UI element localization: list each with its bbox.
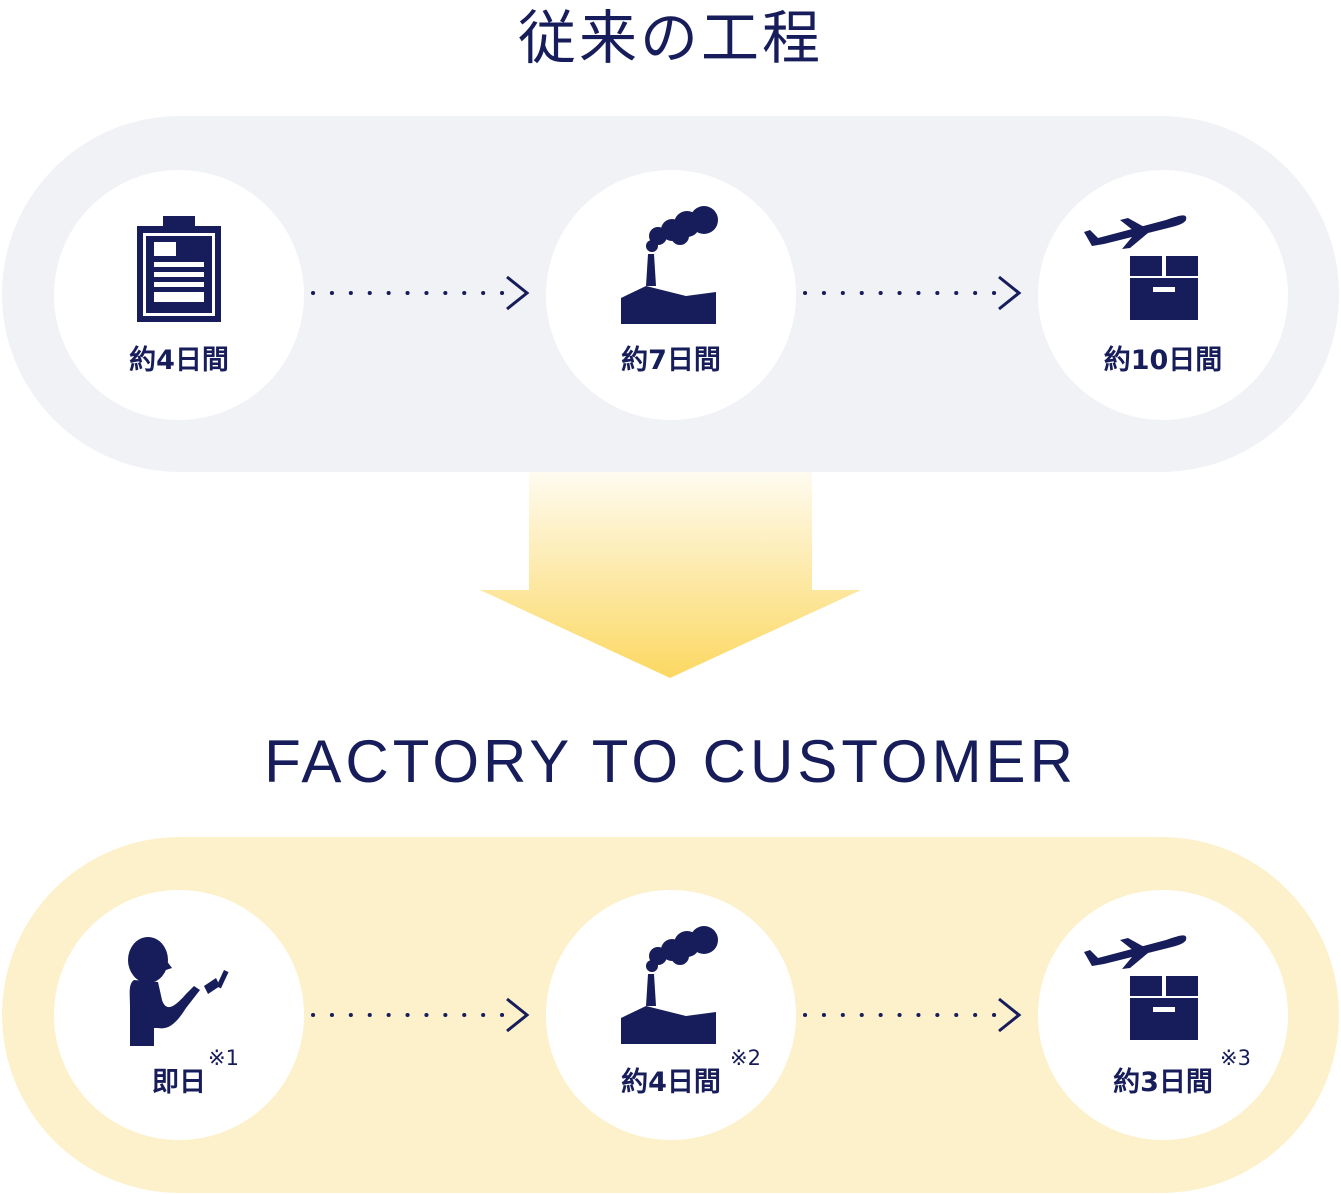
factory-to-customer-title: FACTORY TO CUSTOMER [264, 728, 1077, 795]
traditional-step-shipping: 約10日間 [1038, 170, 1288, 420]
factory-icon [621, 926, 718, 1044]
dotted-arrow-connector [803, 997, 1022, 1033]
footnote-mark: ※3 [1220, 1046, 1251, 1070]
step-duration-label: 約4日間 [621, 1067, 721, 1098]
step-duration-label: 即日 [152, 1067, 206, 1098]
person-smartphone-icon [128, 937, 229, 1046]
traditional-process-title: 従来の工程 [517, 4, 823, 72]
factory-icon [621, 206, 718, 324]
airplane-box-icon [1084, 215, 1198, 320]
step-duration-label: 約3日間 [1113, 1067, 1213, 1098]
step-duration-label: 約7日間 [621, 345, 721, 376]
airplane-box-icon [1084, 935, 1198, 1040]
f2c-step-order: 即日 ※1 [54, 890, 304, 1140]
traditional-step-order: 約4日間 [54, 170, 304, 420]
footnote-mark: ※2 [730, 1046, 761, 1070]
step-duration-label: 約10日間 [1103, 345, 1223, 376]
dotted-arrow-connector [311, 275, 530, 311]
f2c-step-shipping: 約3日間 ※3 [1038, 890, 1288, 1140]
dotted-arrow-connector [311, 997, 530, 1033]
f2c-step-production: 約4日間 ※2 [546, 890, 796, 1140]
step-duration-label: 約4日間 [129, 345, 229, 376]
traditional-step-production: 約7日間 [546, 170, 796, 420]
transition-arrow [480, 472, 861, 678]
clipboard-icon [137, 216, 221, 322]
dotted-arrow-connector [803, 275, 1022, 311]
footnote-mark: ※1 [208, 1046, 239, 1070]
